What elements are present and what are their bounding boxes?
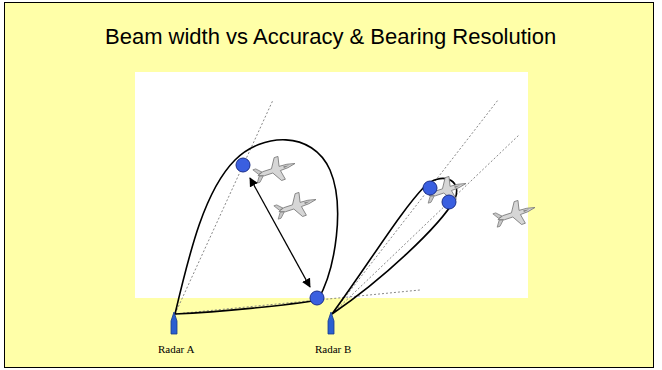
jet-icon (491, 196, 538, 232)
resolution-arrow (250, 178, 310, 287)
radar-label: Radar A (158, 343, 194, 355)
jet-icon (272, 188, 319, 224)
radar-label: Radar B (315, 343, 351, 355)
target-dots (236, 158, 456, 305)
wide-beam-lobe (175, 140, 338, 314)
jet-icon (251, 152, 298, 188)
radar-icon (328, 312, 334, 334)
bearing-lines (175, 100, 519, 314)
radar-icon (171, 312, 177, 334)
slide-title: Beam width vs Accuracy & Bearing Resolut… (105, 24, 556, 50)
narrow-beam-lobe (332, 178, 457, 314)
